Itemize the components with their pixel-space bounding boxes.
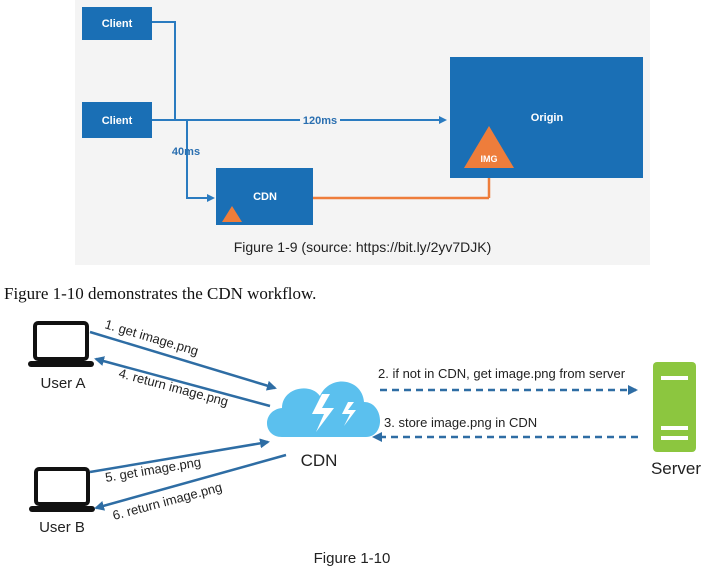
step4-label: 4. return image.png	[117, 365, 230, 409]
figure-1-9: Client Client Origin IMG CDN 120ms 40ms …	[75, 0, 650, 265]
lightning-small-icon	[342, 402, 356, 426]
origin-label: Origin	[531, 112, 564, 124]
user-b-label: User B	[39, 519, 85, 536]
connector-lines	[152, 21, 447, 202]
figure-1-10-caption: Figure 1-10	[313, 550, 391, 567]
intro-text: Figure 1-10 demonstrates the CDN workflo…	[4, 284, 317, 303]
arrow-step1	[89, 330, 277, 391]
client-bottom-box: Client	[82, 102, 152, 138]
cdn-workflow-label: CDN	[301, 451, 338, 470]
origin-box: Origin IMG	[450, 57, 643, 178]
step1-label: 1. get image.png	[103, 316, 200, 358]
img-label: IMG	[481, 154, 498, 164]
arrow-step5	[89, 438, 270, 474]
latency-origin-label: 120ms	[303, 115, 337, 127]
cdn-workflow-diagram: User A User B CDN Server	[28, 316, 701, 536]
figure-1-9-caption: Figure 1-9 (source: https://bit.ly/2yv7D…	[233, 239, 492, 255]
step6-label: 6. return image.png	[111, 479, 224, 523]
cdn-arrow	[186, 120, 215, 202]
step2-label: 2. if not in CDN, get image.png from ser…	[378, 366, 626, 381]
client-bottom-label: Client	[102, 115, 133, 127]
server-label: Server	[651, 459, 701, 478]
user-b-laptop-icon	[29, 467, 95, 512]
latency-cdn-label: 40ms	[172, 146, 200, 158]
arrow-step4	[94, 356, 271, 408]
figure-1-10: User A User B CDN Server	[0, 310, 704, 573]
cdn-cloud-icon	[267, 381, 381, 437]
user-a-laptop-icon	[28, 321, 94, 367]
arrow-step6	[94, 453, 287, 511]
server-icon	[653, 362, 696, 452]
img-triangle-icon	[464, 126, 514, 168]
client-top-connector	[152, 21, 176, 120]
step5-label: 5. get image.png	[104, 454, 202, 485]
cdn-label: CDN	[253, 191, 277, 203]
cdn-box: CDN	[216, 168, 313, 225]
client-top-box: Client	[82, 7, 152, 40]
lightning-icon	[312, 394, 334, 432]
cdn-triangle-icon	[222, 206, 242, 222]
client-top-label: Client	[102, 18, 133, 30]
cdn-latency-diagram: Client Client Origin IMG CDN 120ms 40ms	[82, 7, 643, 225]
step3-label: 3. store image.png in CDN	[384, 415, 537, 430]
user-a-label: User A	[40, 375, 85, 392]
